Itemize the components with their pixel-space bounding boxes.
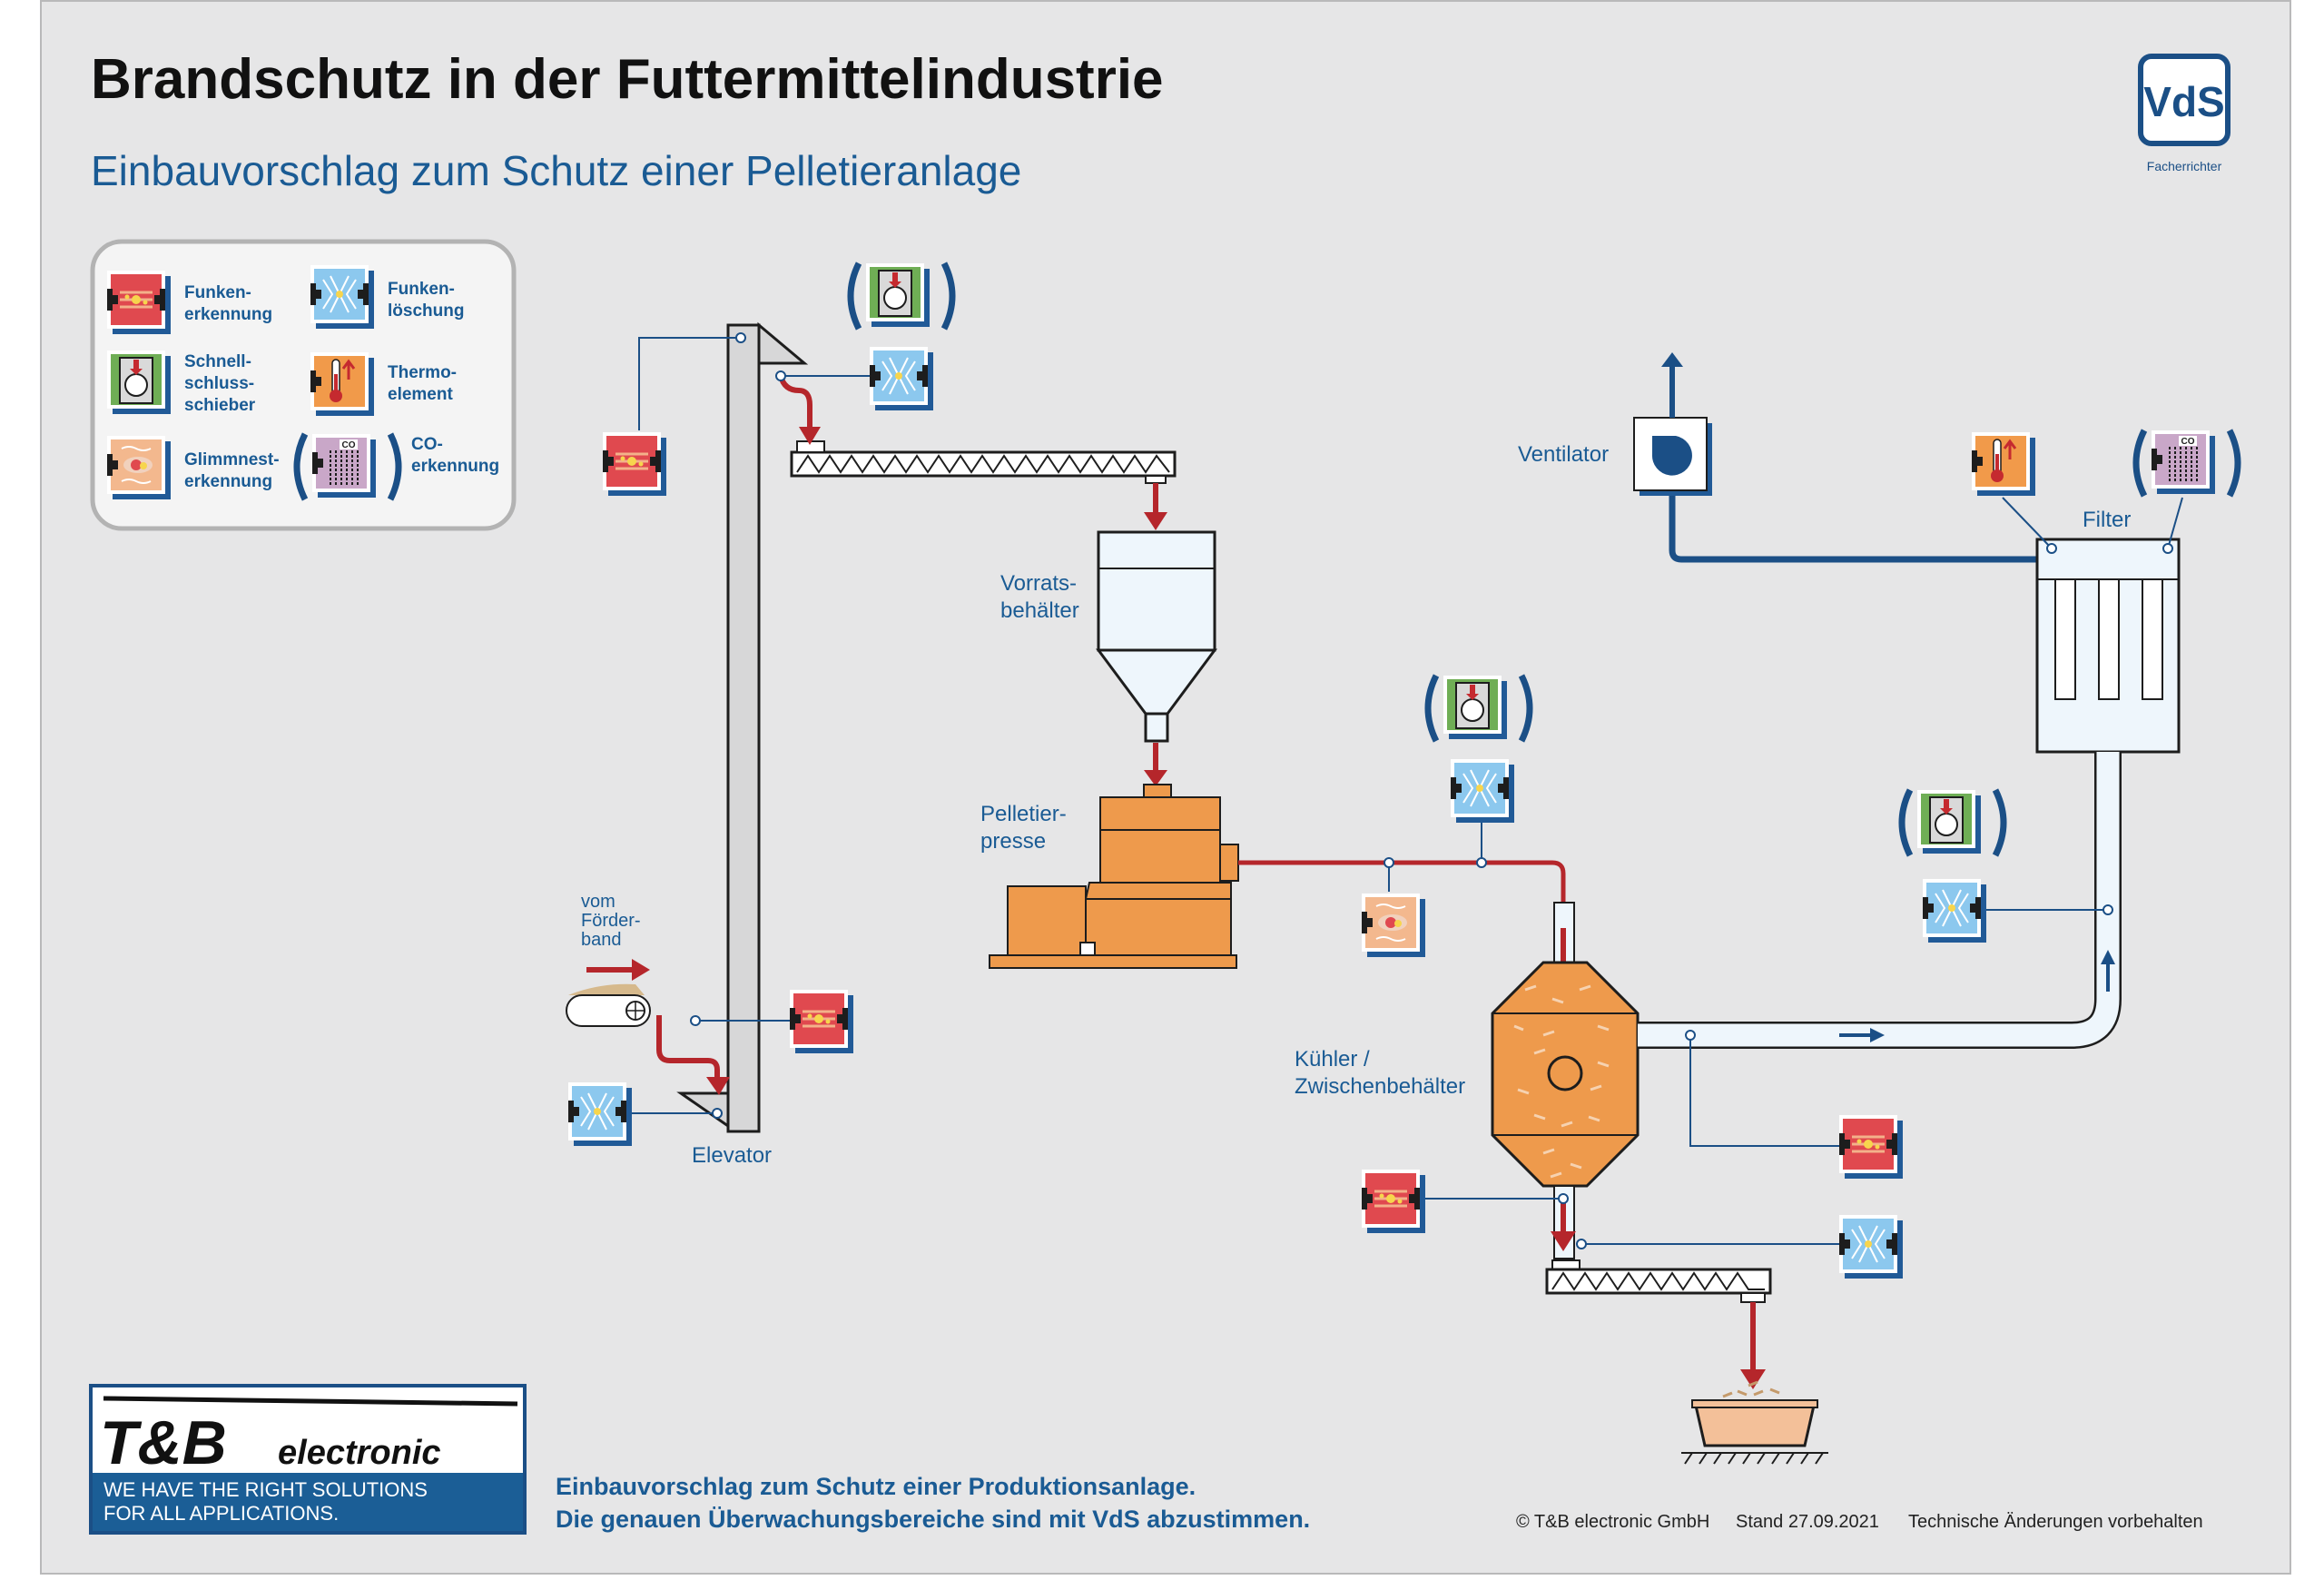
sensor-spark-extinguishing-top-screw <box>870 347 933 410</box>
legend-thermocouple-line1: Thermo- <box>388 363 457 382</box>
legend-co-detection-icon <box>312 434 376 498</box>
label-feed-line2: Förder- <box>581 911 641 931</box>
page-title: Brandschutz in der Futtermittelindustrie <box>91 48 1164 111</box>
filter <box>2035 538 2181 754</box>
legend-spark-detection-icon <box>107 271 171 334</box>
sensor-spark-extinguishing-press-outlet <box>1451 759 1514 823</box>
legend-spark-extinguishing-line2: löschung <box>388 301 464 321</box>
label-fan: Ventilator <box>1518 442 1609 467</box>
legend-co-detection-line2: erkennung <box>411 457 499 476</box>
label-storage-line2: behälter <box>1000 598 1079 623</box>
legend: Funken- erkennung Funken- löschung Schne… <box>90 239 517 531</box>
legend-ember-detection-line2: erkennung <box>184 472 272 491</box>
vds-badge: VdS Facherrichter <box>2138 54 2230 173</box>
vds-caption: Facherrichter <box>2147 159 2222 173</box>
footer-date: Stand 27.09.2021 <box>1736 1512 1879 1532</box>
legend-spark-extinguishing-line1: Funken- <box>388 280 455 299</box>
legend-ember-detection-icon <box>107 436 171 499</box>
sensor-shutoff-valve-top-screw <box>866 263 930 327</box>
top-screw-conveyor <box>790 440 1177 484</box>
page-subtitle: Einbauvorschlag zum Schutz einer Pelleti… <box>91 147 1021 194</box>
legend-shutoff-valve-icon <box>107 351 171 414</box>
footer-note-line1: Einbauvorschlag zum Schutz einer Produkt… <box>556 1473 1196 1500</box>
logo-brand: T&B <box>100 1408 227 1477</box>
sensor-thermocouple-filter <box>1972 432 2035 496</box>
sensor-spark-extinguishing-cooler-outlet <box>1839 1215 1903 1279</box>
legend-ember-detection-line1: Glimmnest- <box>184 450 280 469</box>
logo-slogan-line1: WE HAVE THE RIGHT SOLUTIONS <box>103 1478 428 1501</box>
flow-press-to-cooler <box>1238 860 1566 908</box>
collection-bin <box>1681 1380 1828 1465</box>
label-filter: Filter <box>2083 508 2131 532</box>
vds-logo-text: VdS <box>2143 78 2224 125</box>
sensor-co-detection-filter <box>2152 430 2215 494</box>
label-elevator: Elevator <box>692 1143 772 1168</box>
sensor-shutoff-valve-press-outlet <box>1443 676 1507 739</box>
storage-silo <box>1096 530 1217 743</box>
footer-copyright: © T&B electronic GmbH <box>1516 1512 1709 1532</box>
footer-disclaimer: Technische Änderungen vorbehalten <box>1908 1512 2203 1532</box>
sensor-ember-detection-press-outlet <box>1362 894 1425 957</box>
legend-shutoff-valve-line2: schluss- <box>184 374 254 393</box>
bottom-screw-conveyor <box>1545 1259 1772 1303</box>
pellet-press <box>989 784 1239 969</box>
legend-thermocouple-icon <box>310 352 374 416</box>
legend-co-detection-line1: CO- <box>411 435 443 454</box>
sensor-spark-detection-cooler-outlet <box>1362 1170 1425 1233</box>
sensor-spark-detection-elevator-head <box>603 432 666 496</box>
sensor-spark-detection-elevator-foot <box>790 990 853 1053</box>
fan <box>1633 417 1712 496</box>
label-press-line2: presse <box>980 829 1046 854</box>
duct-cooler-to-filter <box>1638 752 2120 1047</box>
logo-slogan-line2: FOR ALL APPLICATIONS. <box>103 1502 339 1525</box>
flow-elevator-to-screw <box>778 375 812 432</box>
legend-shutoff-valve-line1: Schnell- <box>184 352 251 371</box>
label-feed-line3: band <box>581 930 622 950</box>
cooler <box>1491 961 1640 1188</box>
elevator <box>676 321 809 1133</box>
sensor-spark-extinguishing-filter-duct <box>1923 879 1986 943</box>
label-cooler-line2: Zwischenbehälter <box>1295 1074 1465 1099</box>
label-cooler-line1: Kühler / <box>1295 1047 1370 1071</box>
sensor-spark-detection-cooler-air <box>1839 1115 1903 1179</box>
sensor-shutoff-valve-filter-duct <box>1917 790 1981 854</box>
tb-electronic-logo: T&B electronic WE HAVE THE RIGHT SOLUTIO… <box>89 1384 527 1535</box>
logo-word: electronic <box>278 1434 441 1472</box>
feed-conveyor-belt <box>566 983 651 1027</box>
legend-shutoff-valve-line3: schieber <box>184 396 256 415</box>
sensor-spark-extinguishing-elevator-foot <box>568 1082 632 1146</box>
legend-spark-detection-line2: erkennung <box>184 305 272 324</box>
legend-spark-detection-line1: Funken- <box>184 283 251 302</box>
label-storage-line1: Vorrats- <box>1000 571 1077 596</box>
label-feed-line1: vom <box>581 892 615 912</box>
legend-thermocouple-line2: element <box>388 385 453 404</box>
footer-note-line2: Die genauen Überwachungsbereiche sind mi… <box>556 1506 1310 1533</box>
label-press-line1: Pelletier- <box>980 802 1067 826</box>
legend-spark-extinguishing-icon <box>310 265 374 329</box>
